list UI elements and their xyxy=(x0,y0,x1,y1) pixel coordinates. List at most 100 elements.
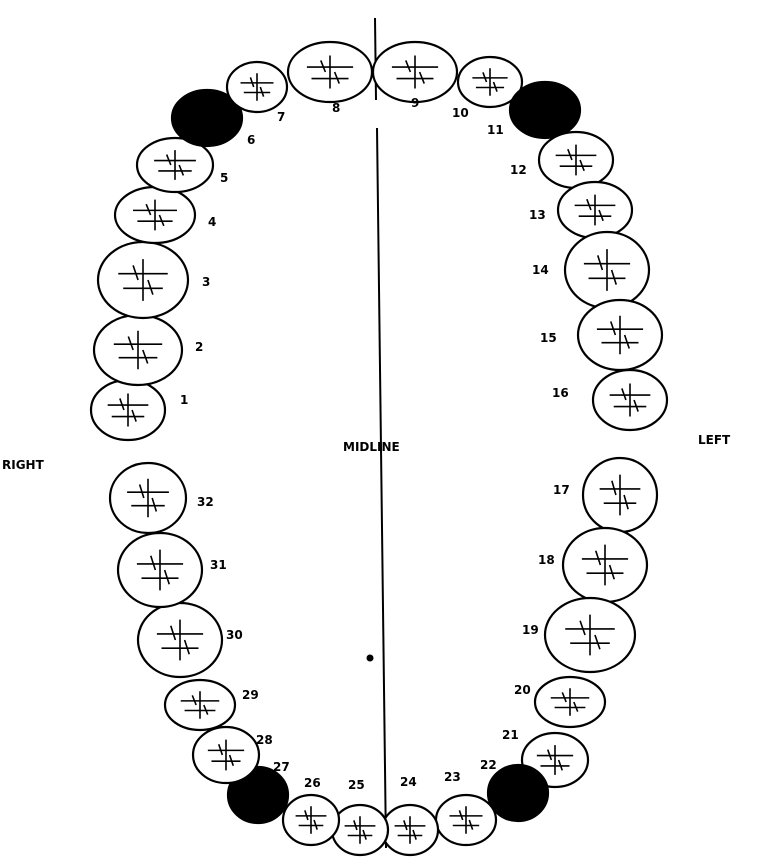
midline xyxy=(376,127,387,849)
tooth-number-label: 32 xyxy=(197,495,214,509)
tooth-4[interactable] xyxy=(113,185,197,245)
tooth-32[interactable] xyxy=(108,461,188,535)
tooth-groove xyxy=(550,688,590,716)
tooth-16[interactable] xyxy=(591,368,669,432)
tooth-number-label: 18 xyxy=(538,553,555,567)
teeth xyxy=(89,40,669,857)
tooth-groove xyxy=(472,68,508,96)
tooth-number-label: 7 xyxy=(277,110,285,124)
tooth-number-label: 1 xyxy=(180,393,188,407)
tooth-groove xyxy=(391,55,439,89)
tooth-groove xyxy=(107,393,149,427)
tooth-number-label: 29 xyxy=(242,688,259,702)
tooth-groove xyxy=(574,194,616,226)
tooth-groove xyxy=(207,739,245,771)
tooth-9[interactable] xyxy=(371,40,459,104)
tooth-15[interactable] xyxy=(576,298,664,372)
tooth-number-label: 28 xyxy=(256,733,273,747)
tooth-25[interactable] xyxy=(330,803,390,857)
center-dot xyxy=(366,654,374,662)
tooth-number-label: 25 xyxy=(348,778,365,792)
tooth-groove xyxy=(306,55,354,89)
tooth-number-label: 3 xyxy=(202,275,210,289)
tooth-number-label: 23 xyxy=(444,770,461,784)
tooth-number-label: 13 xyxy=(529,208,546,222)
tooth-8[interactable] xyxy=(286,40,374,104)
tooth-26[interactable] xyxy=(281,793,341,847)
tooth-number-label: 12 xyxy=(510,163,527,177)
tooth-groove xyxy=(133,199,177,231)
tooth-29[interactable] xyxy=(163,678,237,732)
tooth-1[interactable] xyxy=(89,378,167,442)
tooth-groove xyxy=(609,383,651,417)
tooth-groove xyxy=(536,745,574,775)
tooth-number-label: 31 xyxy=(210,558,227,572)
tooth-groove xyxy=(596,315,644,355)
tooth-groove xyxy=(581,544,629,586)
tooth-10[interactable] xyxy=(456,55,524,109)
tooth-groove xyxy=(118,259,168,301)
tooth-groove xyxy=(599,474,641,516)
tooth-number-label: 26 xyxy=(304,776,321,790)
tooth-20[interactable] xyxy=(533,675,607,729)
tooth-12[interactable] xyxy=(537,130,615,190)
tooth-22[interactable] xyxy=(486,763,550,823)
tooth-number-label: 15 xyxy=(540,331,557,345)
tooth-11[interactable] xyxy=(508,80,582,140)
tooth-2[interactable] xyxy=(92,313,184,387)
midline-top xyxy=(374,17,377,101)
tooth-filled-shape xyxy=(486,763,550,823)
tooth-groove xyxy=(565,614,615,656)
tooth-30[interactable] xyxy=(136,601,224,679)
tooth-18[interactable] xyxy=(561,526,649,604)
tooth-27[interactable] xyxy=(226,765,290,825)
tooth-3[interactable] xyxy=(96,240,190,320)
tooth-filled-shape xyxy=(170,88,244,148)
tooth-number-label: 4 xyxy=(208,215,216,229)
tooth-groove xyxy=(113,330,163,370)
tooth-number-label: 5 xyxy=(220,171,228,185)
tooth-groove xyxy=(156,619,204,661)
tooth-number-label: 22 xyxy=(480,758,497,772)
tooth-28[interactable] xyxy=(191,725,261,785)
tooth-7[interactable] xyxy=(225,60,289,114)
tooth-13[interactable] xyxy=(556,180,634,240)
tooth-groove xyxy=(344,816,376,844)
tooth-31[interactable] xyxy=(116,531,204,609)
tooth-groove xyxy=(127,478,169,518)
tooth-23[interactable] xyxy=(434,793,498,847)
tooth-number-label: 6 xyxy=(247,133,255,147)
tooth-number-label: 9 xyxy=(411,96,419,110)
tooth-number-label: 21 xyxy=(502,728,519,742)
tooth-number-label: 27 xyxy=(273,760,290,774)
tooth-filled-shape xyxy=(508,80,582,140)
tooth-groove xyxy=(583,249,631,291)
tooth-19[interactable] xyxy=(543,596,637,674)
tooth-24[interactable] xyxy=(380,803,440,857)
tooth-14[interactable] xyxy=(563,230,651,310)
tooth-groove xyxy=(555,144,597,176)
tooth-number-label: 24 xyxy=(400,775,417,789)
tooth-groove xyxy=(136,549,184,591)
tooth-number-label: 8 xyxy=(332,101,340,115)
tooth-number-label: 20 xyxy=(514,683,531,697)
midline-label: MIDLINE xyxy=(343,440,400,454)
tooth-number-label: 16 xyxy=(552,386,569,400)
tooth-number-label: 30 xyxy=(226,628,243,642)
tooth-groove xyxy=(240,73,274,101)
tooth-6[interactable] xyxy=(170,88,244,148)
tooth-5[interactable] xyxy=(135,136,215,194)
tooth-number-label: 2 xyxy=(195,340,203,354)
tooth-number-label: 17 xyxy=(553,483,570,497)
tooth-groove xyxy=(394,816,426,844)
tooth-number-label: 11 xyxy=(487,123,504,137)
tooth-groove xyxy=(295,806,327,834)
tooth-groove xyxy=(180,691,220,719)
right-label: RIGHT xyxy=(2,458,45,472)
tooth-number-label: 14 xyxy=(532,263,549,277)
tooth-17[interactable] xyxy=(581,456,659,534)
tooth-filled-shape xyxy=(226,765,290,825)
tooth-groove xyxy=(154,150,196,180)
tooth-number-label: 19 xyxy=(522,623,539,637)
